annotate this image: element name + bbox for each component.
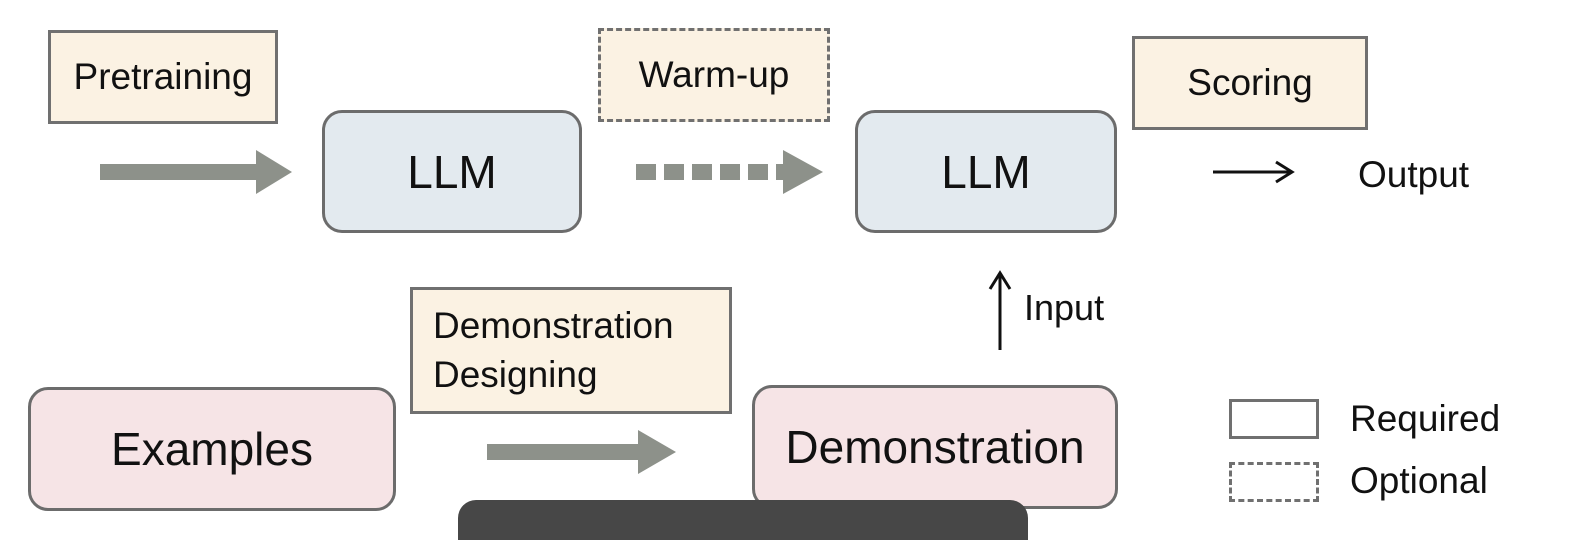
input-arrow: [988, 270, 1012, 350]
demonstration-node-label: Demonstration: [785, 421, 1085, 473]
examples-node-label: Examples: [111, 423, 313, 475]
llm-node-first-label: LLM: [407, 145, 497, 198]
overlay-bar: [458, 500, 1028, 540]
output-label: Output: [1358, 154, 1470, 195]
llm-node-second: LLM: [855, 110, 1117, 233]
legend-required-swatch: [1229, 399, 1319, 439]
legend-required-label: Required: [1350, 398, 1501, 439]
demonstration-designing-label-line2: Designing: [433, 353, 598, 395]
pretraining-arrow: [100, 150, 292, 194]
legend-optional-label: Optional: [1350, 460, 1488, 501]
scoring-label: Scoring: [1187, 62, 1313, 103]
demonstration-designing-label-line1: Demonstration: [433, 304, 674, 346]
demonstration-node: Demonstration: [752, 385, 1118, 509]
demonstration-designing-arrow: [487, 430, 676, 474]
input-label: Input: [1024, 287, 1105, 328]
llm-node-first: LLM: [322, 110, 582, 233]
arrows-layer: [100, 150, 1295, 474]
warmup-step-box: Warm-up: [598, 28, 830, 122]
demonstration-designing-step-box: Demonstration Designing: [410, 287, 732, 414]
warmup-label: Warm-up: [638, 54, 790, 95]
output-arrow: [1213, 160, 1295, 184]
warmup-arrow: [636, 150, 823, 194]
legend-optional-swatch: [1229, 462, 1319, 502]
scoring-step-box: Scoring: [1132, 36, 1368, 130]
pretraining-step-box: Pretraining: [48, 30, 278, 124]
examples-node: Examples: [28, 387, 396, 511]
llm-node-second-label: LLM: [941, 145, 1031, 198]
pretraining-label: Pretraining: [73, 56, 253, 97]
